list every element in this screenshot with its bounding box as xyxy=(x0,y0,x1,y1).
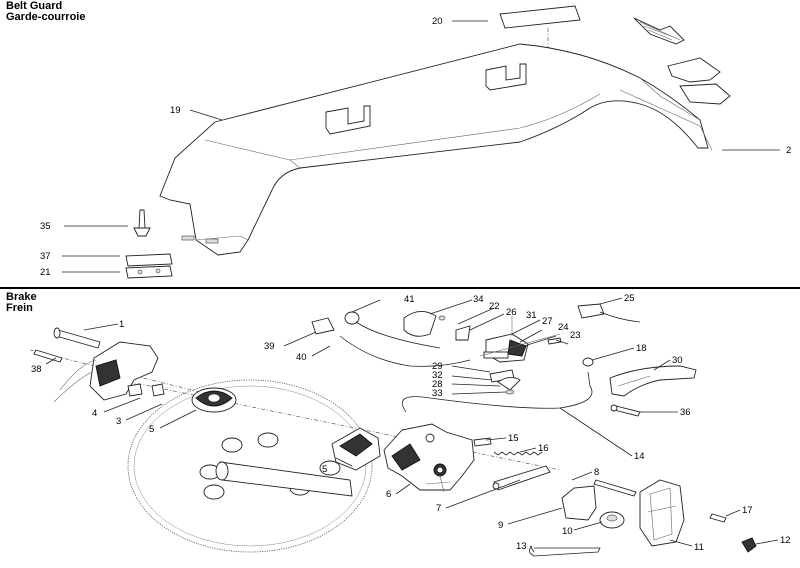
hinge-spring-1 xyxy=(633,17,685,45)
clip-part xyxy=(741,537,757,553)
callout-5b: 5 xyxy=(322,464,327,475)
callout-26: 26 xyxy=(506,307,517,318)
switch-part xyxy=(577,303,605,319)
callout-38: 38 xyxy=(31,364,42,375)
callout-14: 14 xyxy=(634,451,645,462)
guard-clip-right xyxy=(485,63,527,91)
callout-15: 15 xyxy=(508,433,519,444)
callout-19: 19 xyxy=(170,105,181,116)
belt-guard-body xyxy=(159,43,709,256)
callout-34: 34 xyxy=(473,294,484,305)
callout-40: 40 xyxy=(296,352,307,363)
callout-8: 8 xyxy=(594,467,599,478)
belt-guard-callouts: 20 19 2 35 37 21 xyxy=(40,16,791,278)
callout-13: 13 xyxy=(516,541,527,552)
brake-title: Brake xyxy=(6,291,37,303)
callout-21: 21 xyxy=(40,267,51,278)
brake-cable xyxy=(401,385,593,413)
hinge-bracket xyxy=(679,83,731,105)
callout-30: 30 xyxy=(672,355,683,366)
spring-part xyxy=(493,451,543,456)
callout-6: 6 xyxy=(386,489,391,500)
clamp-part xyxy=(311,317,335,335)
callout-7: 7 xyxy=(436,503,441,514)
callout-12: 12 xyxy=(780,535,791,546)
guard-clip-left xyxy=(325,105,371,135)
bolt-part xyxy=(55,329,101,349)
backing-plate-part xyxy=(125,265,173,279)
callout-35: 35 xyxy=(40,221,51,232)
brake-title-fr: Frein xyxy=(6,302,33,314)
decal-part xyxy=(499,5,581,29)
brake-callouts: 1 38 4 3 5 41 39 40 34 22 26 31 27 24 23… xyxy=(31,293,791,553)
section-divider xyxy=(0,287,800,289)
caliper-body xyxy=(383,423,475,491)
callout-20: 20 xyxy=(432,16,443,27)
callout-16: 16 xyxy=(538,443,549,454)
callout-1: 1 xyxy=(119,319,124,330)
callout-39: 39 xyxy=(264,341,275,352)
callout-29: 29 xyxy=(432,361,443,372)
belt-guard-title-fr: Garde-courroie xyxy=(6,11,86,23)
handle-knob xyxy=(403,311,437,337)
wire-part xyxy=(529,545,601,557)
callout-5: 5 xyxy=(149,424,154,435)
callout-10: 10 xyxy=(562,526,573,537)
callout-3: 3 xyxy=(116,416,121,427)
belt-guard-drawing xyxy=(125,5,731,279)
callout-9: 9 xyxy=(498,520,503,531)
plate-part xyxy=(125,253,173,267)
caliper-housing-left xyxy=(89,341,159,401)
callout-31: 31 xyxy=(526,310,537,321)
callout-36: 36 xyxy=(680,407,691,418)
callout-41: 41 xyxy=(404,294,415,305)
bracket-part xyxy=(561,485,597,521)
brake-cover xyxy=(639,479,685,547)
hinge-clip xyxy=(667,57,721,83)
brake-handle xyxy=(609,365,697,397)
belt-guard-title: Belt Guard xyxy=(6,0,63,12)
callout-17: 17 xyxy=(742,505,753,516)
callout-32: 32 xyxy=(432,370,443,381)
callout-27: 27 xyxy=(542,316,553,327)
callout-23: 23 xyxy=(570,330,581,341)
brake-leaders xyxy=(45,297,779,553)
callout-22: 22 xyxy=(489,301,500,312)
brake-drawing xyxy=(29,303,757,557)
callout-33: 33 xyxy=(432,388,443,399)
callout-28: 28 xyxy=(432,379,443,390)
clip-28-part xyxy=(497,377,521,391)
callout-25: 25 xyxy=(624,293,635,304)
belt-guard-leaders xyxy=(62,20,780,273)
callout-24: 24 xyxy=(558,322,569,333)
bolt-38-part xyxy=(33,349,63,363)
callout-11: 11 xyxy=(694,542,704,553)
rivet-part xyxy=(138,209,146,229)
callout-37: 37 xyxy=(40,251,51,262)
callout-4: 4 xyxy=(92,408,97,419)
callout-2: 2 xyxy=(786,145,791,156)
callout-18: 18 xyxy=(636,343,647,354)
